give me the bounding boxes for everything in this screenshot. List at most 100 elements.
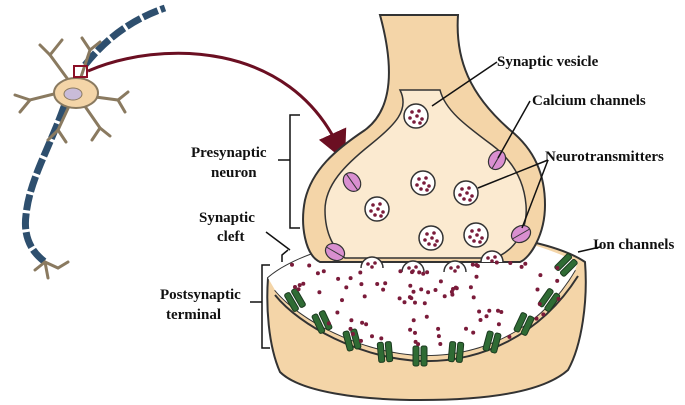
label-synaptic-vesicle: Synaptic vesicle bbox=[497, 54, 599, 70]
neurotransmitter bbox=[487, 308, 492, 313]
neurotransmitter bbox=[362, 294, 367, 299]
neurotransmitter bbox=[335, 310, 340, 315]
neurotransmitter bbox=[307, 263, 312, 268]
neurotransmitter bbox=[410, 270, 414, 275]
neurotransmitter bbox=[453, 285, 458, 290]
neurotransmitter bbox=[408, 327, 413, 332]
fusing-vesicle bbox=[443, 260, 467, 273]
cleft-bracket bbox=[281, 249, 289, 262]
vesicle bbox=[403, 103, 429, 129]
neurotransmitter bbox=[438, 342, 443, 346]
neurotransmitter bbox=[411, 289, 416, 294]
neurotransmitter bbox=[442, 294, 447, 299]
neurotransmitter bbox=[519, 264, 524, 269]
neurotransmitter bbox=[344, 285, 349, 290]
label-neurotransmitters: Neurotransmitters bbox=[545, 149, 664, 165]
neurotransmitter bbox=[402, 300, 407, 305]
neurotransmitter bbox=[321, 269, 326, 274]
vesicle bbox=[453, 180, 479, 206]
neurotransmitter bbox=[379, 336, 384, 341]
neurotransmitter bbox=[468, 285, 473, 290]
neurotransmitter bbox=[348, 276, 353, 281]
label-presynaptic-1: Presynaptic bbox=[191, 145, 267, 161]
neurotransmitter bbox=[413, 300, 417, 305]
zoom-arrow bbox=[87, 51, 347, 161]
neurotransmitter bbox=[411, 318, 416, 323]
neurotransmitter bbox=[397, 296, 402, 301]
neurotransmitter bbox=[477, 309, 482, 314]
neurotransmitter bbox=[416, 342, 421, 347]
neurotransmitter bbox=[478, 318, 483, 322]
vesicle bbox=[410, 170, 436, 196]
calcium-channel bbox=[324, 242, 346, 262]
neurotransmitter bbox=[359, 338, 363, 343]
neurotransmitter bbox=[417, 270, 422, 275]
neurotransmitter bbox=[555, 278, 560, 283]
neurotransmitter bbox=[315, 271, 320, 276]
label-postsynaptic-1: Postsynaptic bbox=[160, 287, 241, 303]
neurotransmitter bbox=[407, 295, 412, 300]
neurotransmitter bbox=[496, 308, 500, 313]
label-cleft-1: Synaptic bbox=[199, 210, 255, 226]
neurotransmitter bbox=[301, 281, 306, 286]
neurotransmitter bbox=[360, 320, 365, 325]
neurotransmitter bbox=[508, 261, 513, 265]
neurotransmitter bbox=[296, 287, 301, 292]
vesicle bbox=[463, 222, 489, 248]
dendrites bbox=[13, 36, 130, 280]
axon-branch bbox=[82, 4, 167, 68]
fusing-vesicle bbox=[360, 256, 384, 269]
label-cleft-2: cleft bbox=[217, 229, 244, 245]
neurotransmitter bbox=[422, 301, 427, 306]
neurotransmitter bbox=[450, 292, 455, 297]
neurotransmitter bbox=[494, 260, 499, 265]
neurotransmitter bbox=[438, 279, 443, 284]
neurotransmitter bbox=[398, 269, 403, 274]
nucleus bbox=[63, 87, 83, 101]
neurotransmitter bbox=[484, 314, 489, 319]
neurotransmitter bbox=[290, 262, 294, 267]
neurotransmitter bbox=[359, 282, 364, 287]
neurotransmitter bbox=[351, 332, 355, 336]
neurotransmitter bbox=[496, 322, 501, 327]
neurotransmitter bbox=[538, 273, 543, 278]
neurotransmitter bbox=[535, 287, 540, 292]
neurotransmitter bbox=[408, 283, 413, 288]
neurotransmitter bbox=[555, 266, 560, 270]
neurotransmitter bbox=[471, 295, 476, 300]
label-ion-channels: Ion channels bbox=[593, 237, 674, 253]
fusing-vesicle bbox=[480, 250, 504, 263]
label-postsynaptic-2: terminal bbox=[166, 307, 221, 323]
neurotransmitter bbox=[556, 296, 561, 301]
neurotransmitter bbox=[364, 322, 369, 327]
leader-lines bbox=[431, 61, 601, 253]
presynaptic-bracket bbox=[289, 114, 300, 229]
neurotransmitter bbox=[424, 314, 429, 319]
ion-channel bbox=[482, 330, 502, 354]
vesicle bbox=[364, 196, 390, 222]
neurotransmitter bbox=[297, 283, 302, 288]
neurotransmitter bbox=[471, 330, 476, 335]
neurotransmitter bbox=[419, 287, 424, 292]
neurotransmitter bbox=[348, 326, 353, 331]
neurotransmitter bbox=[537, 302, 542, 306]
label-calcium-channels: Calcium channels bbox=[532, 93, 646, 109]
neurotransmitter bbox=[340, 298, 344, 303]
ion-channel bbox=[376, 341, 394, 363]
zoom-box bbox=[73, 65, 88, 78]
neurotransmitter bbox=[326, 321, 331, 326]
neurotransmitter bbox=[507, 334, 512, 339]
neurotransmitter bbox=[421, 271, 426, 276]
vesicle bbox=[418, 225, 444, 251]
ion-channel bbox=[412, 345, 428, 367]
neurotransmitter bbox=[436, 334, 441, 339]
neurotransmitter bbox=[541, 312, 546, 317]
neurotransmitter bbox=[534, 316, 539, 321]
ion-channel bbox=[284, 288, 306, 312]
neurotransmitter bbox=[317, 290, 322, 295]
neurotransmitter bbox=[293, 285, 297, 289]
neurotransmitter bbox=[413, 330, 417, 335]
neurotransmitter bbox=[436, 326, 441, 331]
ion-channel bbox=[513, 312, 535, 336]
